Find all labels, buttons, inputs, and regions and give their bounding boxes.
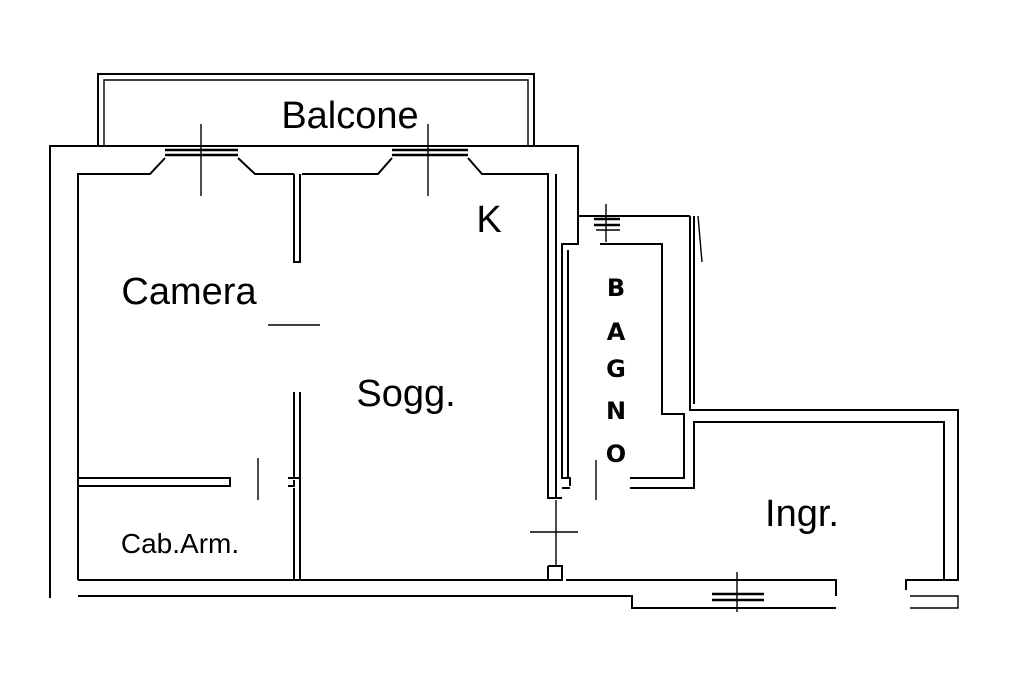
bagno-letter: O bbox=[606, 440, 626, 468]
windows bbox=[165, 148, 764, 602]
balcony-outline bbox=[97, 73, 535, 146]
bagno-letter: G bbox=[606, 355, 626, 383]
bagno-letter: B bbox=[607, 274, 625, 302]
room-label-balcone: Balcone bbox=[281, 95, 418, 137]
room-label-kitchen: K bbox=[476, 199, 501, 241]
room-label-bagno: B A G N O bbox=[606, 274, 626, 468]
room-label-camera: Camera bbox=[121, 271, 257, 313]
room-label-ingresso: Ingr. bbox=[765, 493, 839, 535]
bagno-letter: N bbox=[606, 397, 626, 425]
exterior-walls bbox=[49, 145, 959, 609]
bagno-letter: A bbox=[607, 318, 626, 346]
room-label-cabina-armadio: Cab.Arm. bbox=[121, 528, 239, 559]
door-marks bbox=[200, 124, 738, 612]
interior-partitions bbox=[78, 174, 685, 581]
room-label-soggiorno: Sogg. bbox=[356, 373, 455, 415]
